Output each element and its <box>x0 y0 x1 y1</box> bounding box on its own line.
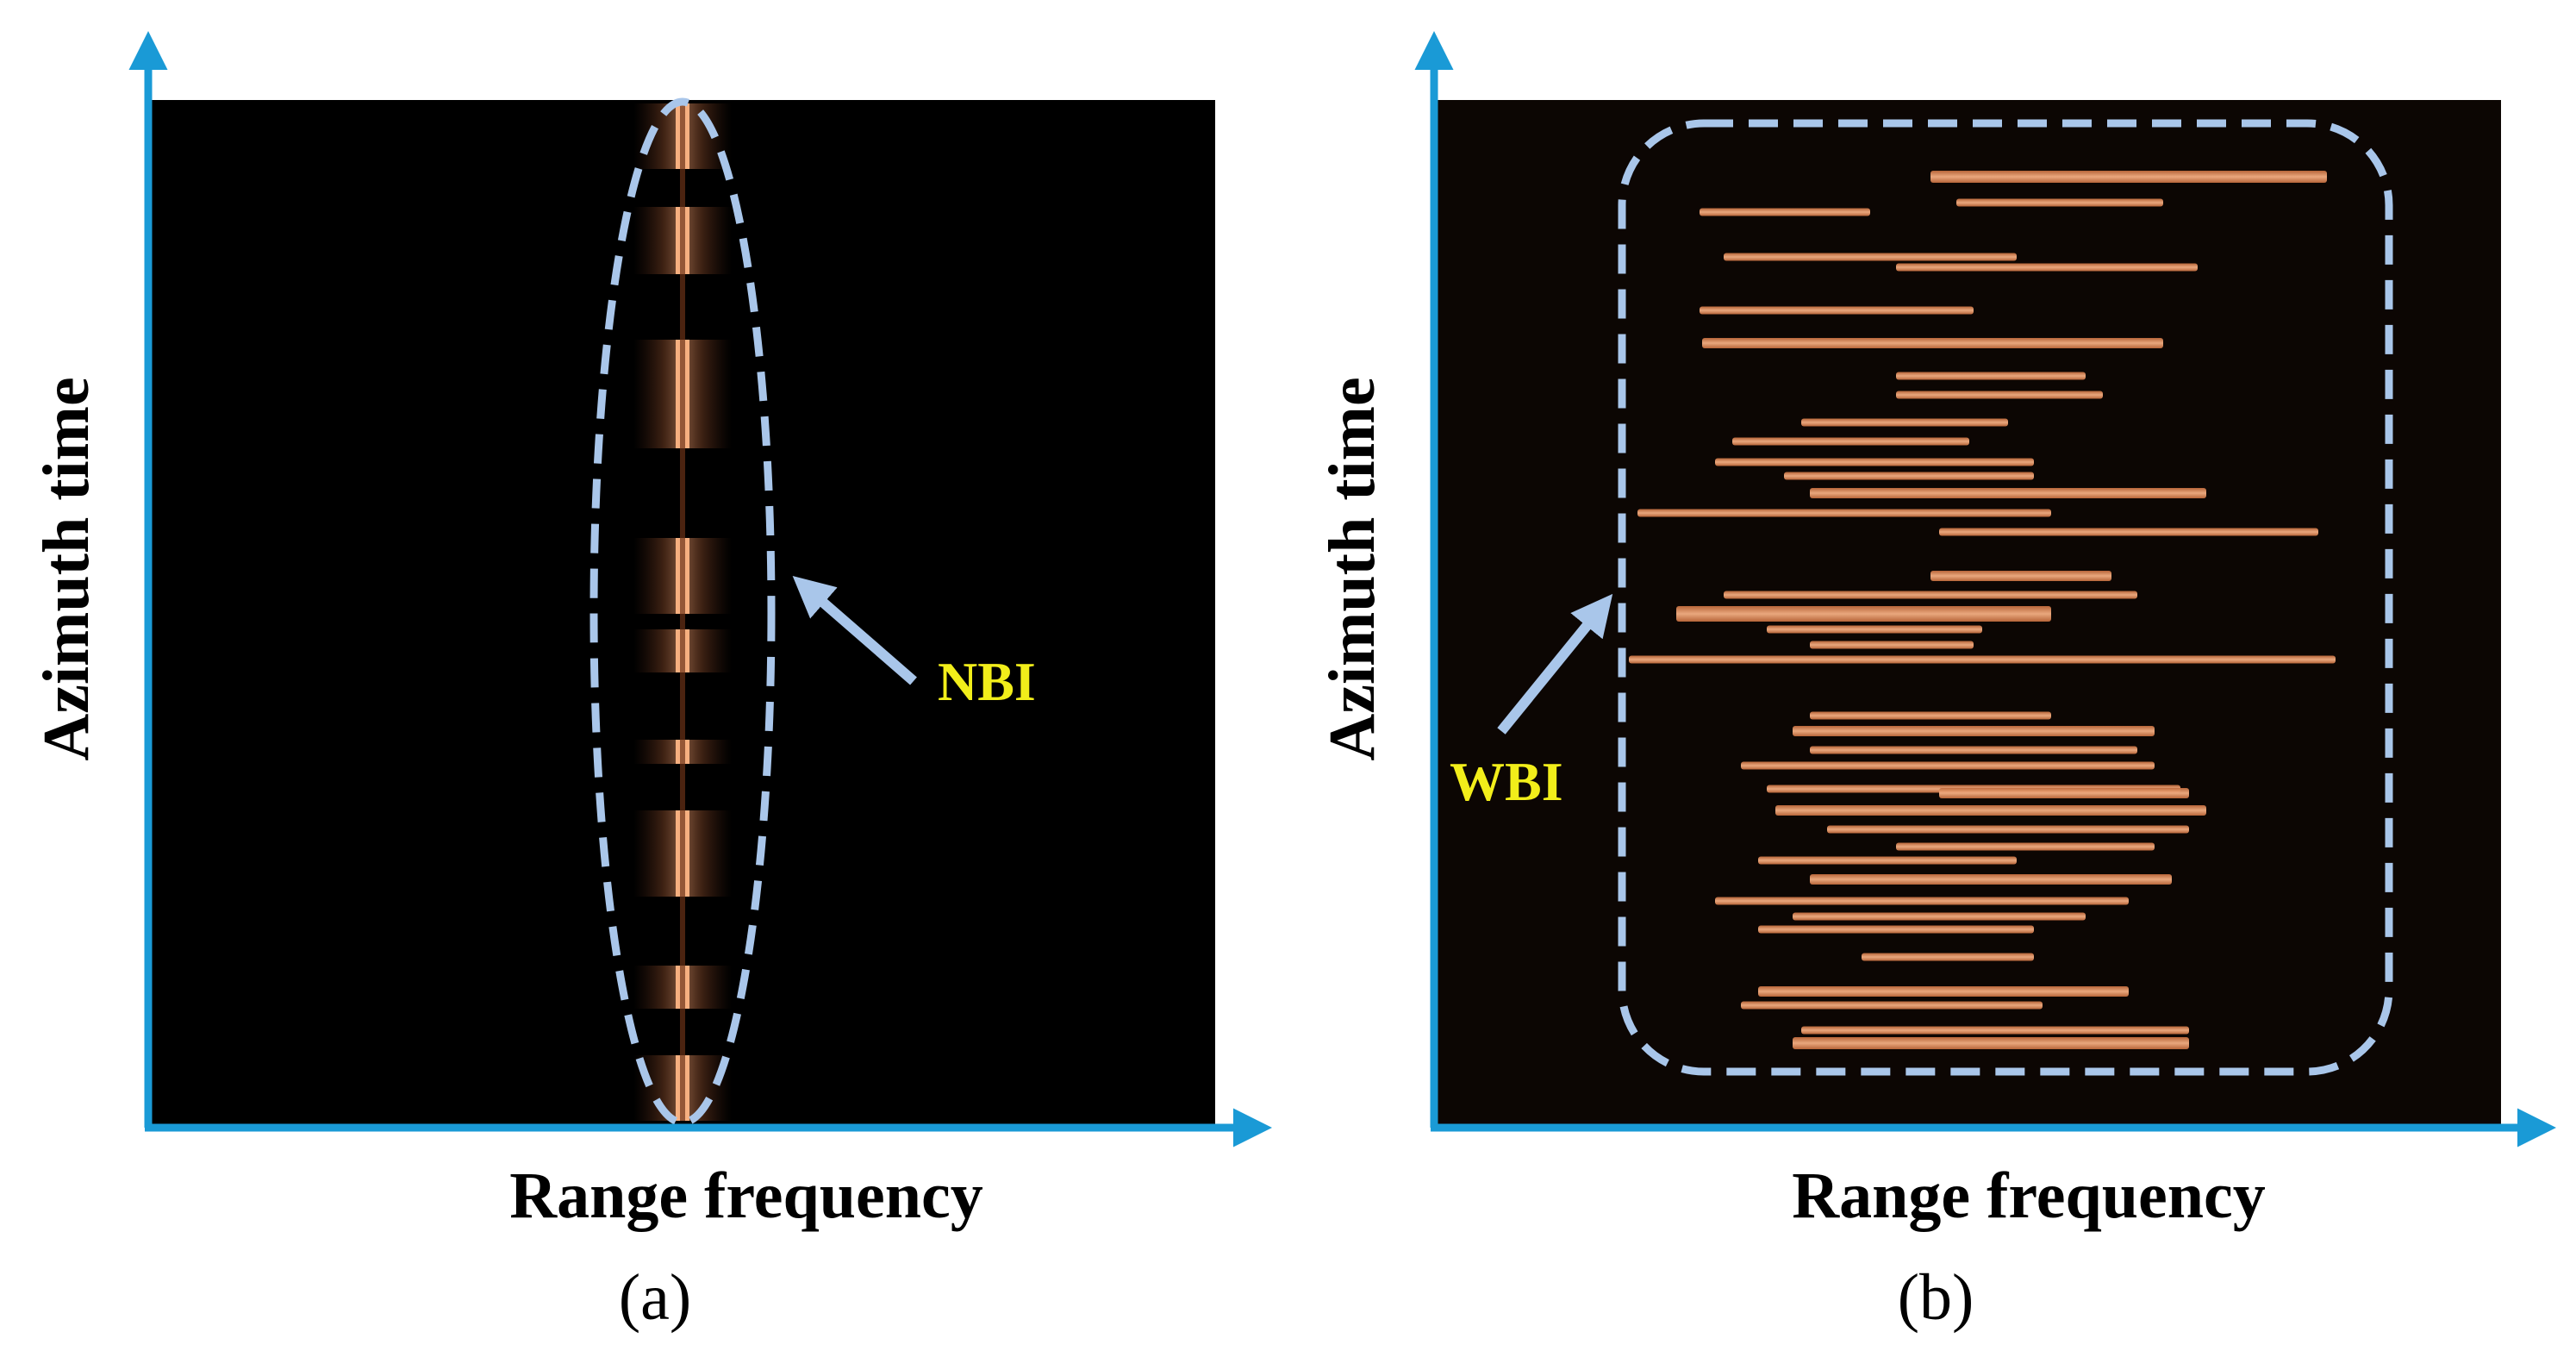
wbi-signal <box>1629 171 2336 1049</box>
wbi-streak <box>1956 198 2163 207</box>
wbi-streak <box>1939 528 2318 536</box>
wbi-streak <box>1758 856 2017 865</box>
panel-b: WBI Azimuth time Range frequency (b) <box>1316 31 2556 1334</box>
wbi-region-outline <box>1618 119 2393 1076</box>
wbi-streak <box>1767 625 1982 634</box>
wbi-label: WBI <box>1450 751 1563 812</box>
wbi-streak <box>1896 391 2103 399</box>
wbi-streak <box>1896 842 2155 851</box>
wbi-arrow <box>1497 593 1613 735</box>
wbi-streak <box>1896 263 2198 272</box>
wbi-streak <box>1793 1037 2189 1049</box>
wbi-streak <box>1930 571 2111 581</box>
panel-b-x-axis-label: Range frequency <box>1792 1160 2266 1232</box>
wbi-streak <box>1801 1026 2189 1035</box>
nbi-signal <box>633 103 732 1121</box>
wbi-streak <box>1700 306 1974 315</box>
wbi-streak <box>1637 509 2051 517</box>
wbi-streak <box>1793 912 2086 921</box>
wbi-streak <box>1784 472 2034 480</box>
wbi-streak <box>1801 418 2008 427</box>
panel-b-y-axis-label: Azimuth time <box>1316 377 1388 760</box>
panel-a-y-axis-label: Azimuth time <box>30 377 103 760</box>
nbi-label: NBI <box>938 651 1036 712</box>
wbi-streak <box>1715 897 2129 905</box>
nbi-region-outline <box>589 97 776 1127</box>
panel-a: NBI Azimuth time Range frequency (a) <box>30 31 1272 1334</box>
wbi-streak <box>1827 825 2189 834</box>
wbi-streak <box>1700 208 1870 216</box>
wbi-streak <box>1810 874 2172 885</box>
wbi-streak <box>1732 437 1969 446</box>
wbi-streak <box>1676 606 2051 622</box>
nbi-faint-line <box>680 103 685 1121</box>
wbi-streak <box>1896 372 2086 380</box>
panel-a-x-axis-label: Range frequency <box>509 1160 983 1232</box>
wbi-streak <box>1810 641 1974 649</box>
panel-a-caption: (a) <box>619 1261 691 1334</box>
panel-b-caption: (b) <box>1898 1261 1974 1334</box>
wbi-streak <box>1862 953 2034 961</box>
wbi-streak <box>1758 986 2129 997</box>
wbi-streak <box>1810 746 2137 754</box>
wbi-streak <box>1741 1001 2043 1010</box>
wbi-streak <box>1793 726 2155 736</box>
wbi-streak <box>1715 458 2034 466</box>
wbi-streak <box>1930 171 2327 183</box>
wbi-streak <box>1702 338 2163 348</box>
wbi-streak <box>1939 788 2189 798</box>
wbi-streak <box>1758 925 2034 934</box>
nbi-arrow <box>792 575 917 685</box>
wbi-streak <box>1775 805 2206 816</box>
wbi-streak <box>1741 761 2155 770</box>
wbi-streak <box>1629 655 2336 664</box>
wbi-streak <box>1810 711 2051 720</box>
wbi-streak <box>1724 591 2137 599</box>
wbi-streak <box>1810 488 2206 498</box>
wbi-streak <box>1724 253 2017 261</box>
